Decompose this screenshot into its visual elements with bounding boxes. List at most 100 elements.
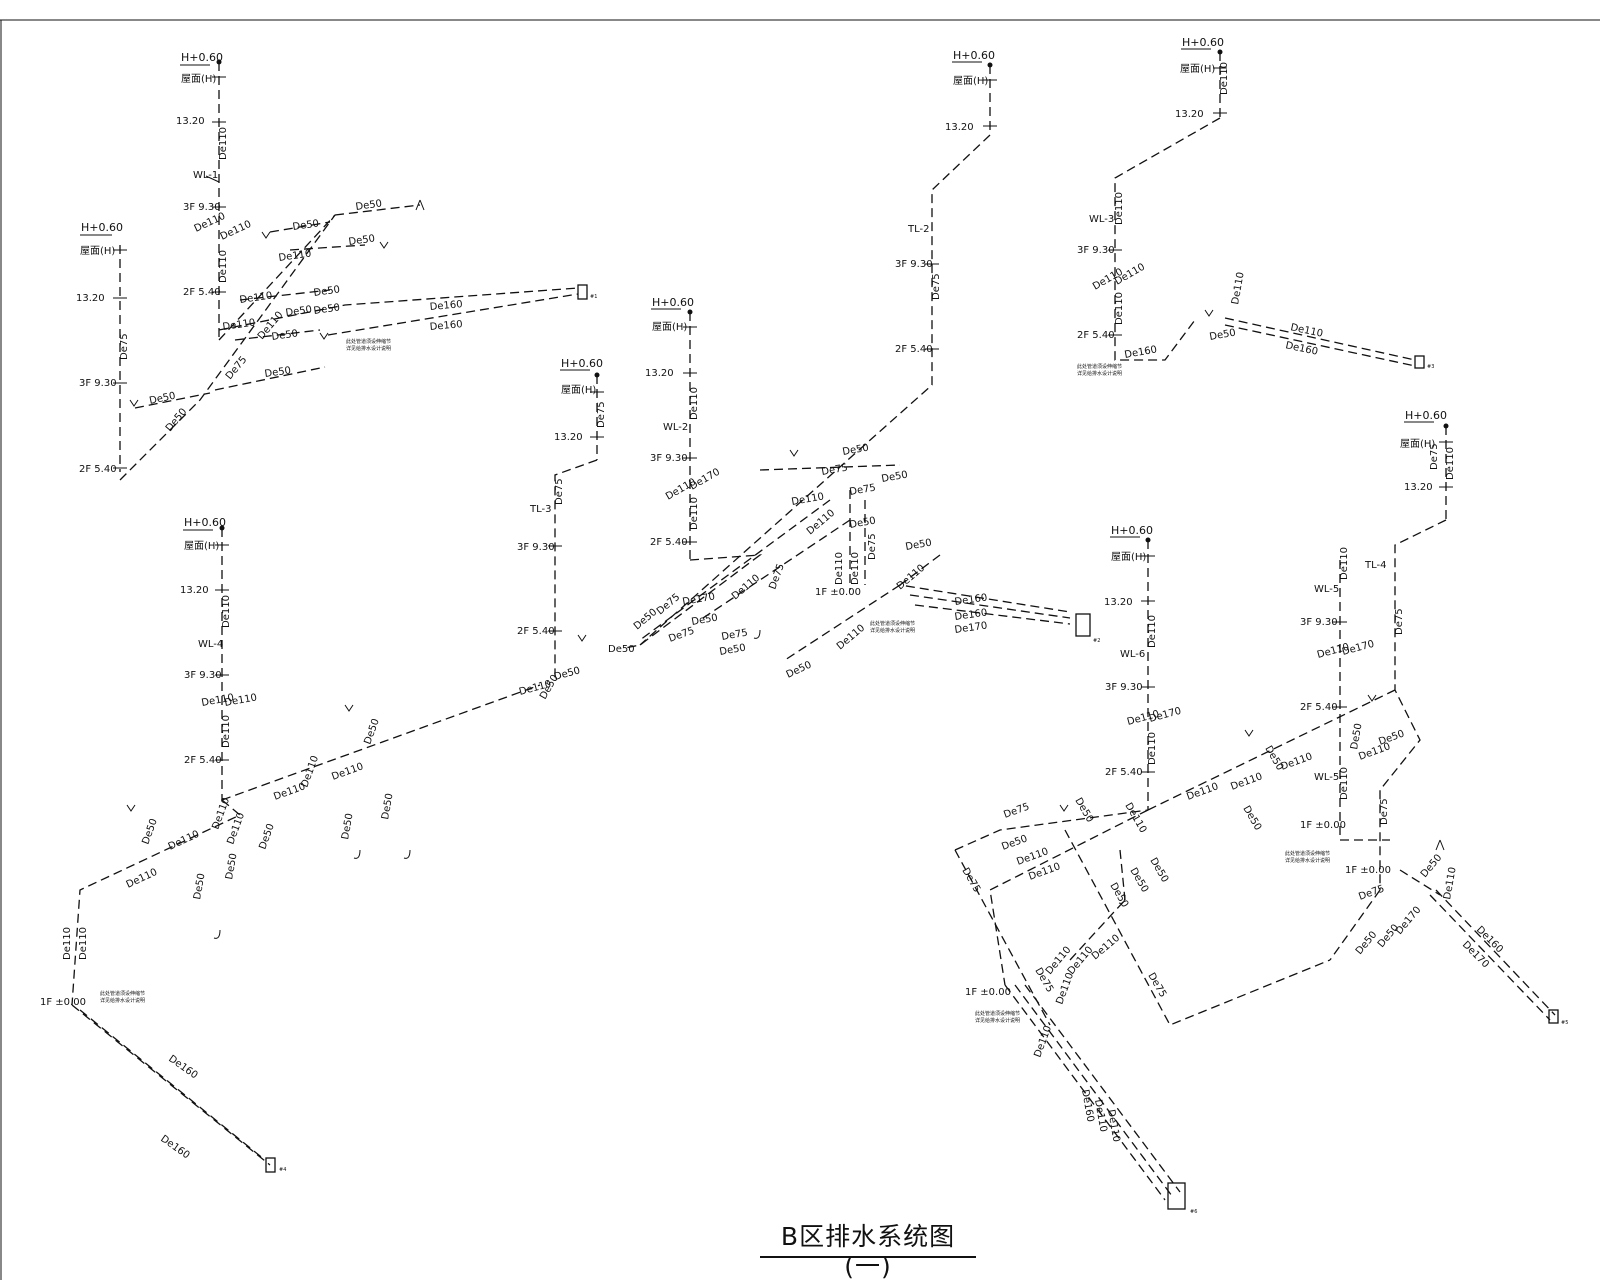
branch-pipe: [1435, 889, 1556, 1016]
pipe-size-label: De50: [348, 233, 376, 248]
branch-pipe: [914, 604, 1071, 625]
branch-pipe: [699, 519, 851, 621]
floor-drain-icon: [789, 449, 799, 457]
pipe-size-label: De110: [1147, 615, 1158, 648]
floor-2f-label: 2F 5.40: [517, 626, 555, 637]
note-label: 此处管道须设伸缩节: [975, 1010, 1020, 1017]
pipe-size-label: De75: [849, 483, 877, 498]
pipe-size-label: De75: [867, 533, 878, 560]
pipe-size-label: De110: [221, 595, 232, 628]
pipe-size-label: De110: [1229, 771, 1264, 793]
pipe-size-label: De110: [1445, 447, 1456, 480]
pipe-size-label: De50: [292, 218, 320, 233]
pipe-size-label: De75: [1357, 883, 1386, 902]
roof-label: 屋面(H): [1400, 438, 1435, 450]
pipe-size-label: De110: [219, 219, 254, 243]
branch-pipe: [1014, 984, 1173, 1197]
pipe-size-label: De50: [785, 660, 814, 681]
stack-id-label: WL-5: [1314, 584, 1339, 595]
branch-pipe: [1147, 689, 1396, 811]
note-label: 此处管道须设伸缩节: [100, 990, 145, 997]
pipe-size-label: De110: [330, 761, 365, 783]
branch-pipe: [989, 809, 1149, 986]
pipe-size-label: De110: [221, 715, 232, 748]
floor-2f-label: 2F 5.40: [183, 287, 221, 298]
roof-elev-label: 13.20: [945, 122, 974, 133]
branch-pipe: [1004, 984, 1166, 1201]
pipe-size-label: De50: [313, 302, 341, 317]
pipe-size-label: De110: [850, 552, 861, 585]
outlet-label: #6: [1190, 1209, 1197, 1215]
stack-tl4-system: H+0.60 屋面(H) De110 De75 13.20 TL-4 De75 …: [1364, 409, 1456, 890]
floor-drain-icon: [577, 634, 587, 642]
roof-elev-label: 13.20: [1104, 597, 1133, 608]
branch-pipe: [71, 1004, 271, 1166]
branch-pipe: [1224, 317, 1416, 361]
pipe-size-label: De50: [1419, 852, 1445, 879]
stack-pipe: [1114, 117, 1221, 361]
pipe-size-label: De110: [167, 829, 202, 853]
floor-drain-icon: [1367, 694, 1377, 702]
stack-pipe: [1379, 519, 1447, 890]
roof-elev-label: 13.20: [1175, 109, 1204, 120]
pipe-size-label: De50: [1240, 804, 1263, 833]
pipe-size-label: De160: [1079, 1089, 1096, 1123]
floor-drain-icon: [1059, 804, 1069, 812]
branch-pipe: [218, 287, 579, 331]
stack-id-label: WL-6: [1120, 649, 1145, 660]
floor-3f-label: 3F 9.30: [895, 259, 933, 270]
pipe-size-label: De50: [1377, 728, 1406, 747]
stack-tl3-system: H+0.60 屋面(H) De75 13.20 De75 TL-3 3F 9.3…: [517, 357, 607, 702]
pipe-size-label: De75: [655, 592, 682, 618]
pipe-size-label: De110: [218, 250, 229, 283]
pipe-size-label: De50: [1209, 328, 1237, 343]
pipe-size-label: De50: [257, 822, 276, 851]
pipe-size-label: De50: [881, 470, 909, 485]
pipe-size-label: De110: [1339, 547, 1350, 580]
floor-3f-label: 3F 9.30: [1105, 682, 1143, 693]
floor-3f-label: 3F 9.30: [183, 202, 221, 213]
branch-pipe: [119, 214, 336, 481]
branch-pipe: [954, 809, 1149, 851]
pipe-size-label: De110: [62, 927, 73, 960]
branch-pipe: [234, 329, 321, 341]
pipe-size-label: De50: [719, 643, 747, 658]
pipe-size-label: De110: [1230, 271, 1247, 305]
fixture-symbols: [126, 199, 1445, 939]
pipe-size-label: De75: [721, 628, 749, 643]
stack-tl2-system: H+0.60 屋面(H) 13.20 TL-2 3F 9.30 De75 2F …: [639, 49, 997, 646]
floor-drain-icon: [319, 332, 329, 340]
branch-pipe: [79, 1009, 266, 1161]
stack-id-label: TL-2: [907, 224, 929, 235]
floor-drain-icon: [261, 231, 271, 239]
note-label: 此处管道须设伸缩节: [1077, 363, 1122, 370]
pipe-size-label: De110: [689, 387, 700, 420]
pipe-size-label: De75: [554, 478, 565, 505]
stack-pipe: [554, 459, 598, 680]
pipe-size-label: De110: [210, 796, 232, 831]
pipe-size-label: De50: [271, 328, 299, 343]
pipe-size-label: De160: [429, 299, 463, 313]
note-label: 详见给排水设计说明: [100, 997, 145, 1004]
pipe-size-label: De75: [767, 562, 786, 591]
outlet-chamber: [1548, 1009, 1559, 1024]
vent-label: H+0.60: [184, 516, 226, 529]
branch-pipe: [327, 293, 579, 336]
stack-id-label: WL-5: [1314, 772, 1339, 783]
pipe-size-label: De75: [1379, 798, 1390, 825]
pipe-size-label: De110: [1219, 62, 1230, 95]
floor-drain-icon: [1244, 729, 1254, 737]
pipe-size-label: De170: [682, 591, 716, 608]
pipe-size-label: De110: [278, 248, 312, 263]
pipe-size-label: De75: [667, 625, 696, 644]
branch-pipe: [269, 221, 331, 233]
floor-2f-label: 2F 5.40: [895, 344, 933, 355]
pipe-size-label: De75: [959, 866, 982, 895]
floor-2f-label: 2F 5.40: [1105, 767, 1143, 778]
pipe-size-label: De110: [730, 573, 762, 603]
floor-3f-label: 3F 9.30: [517, 542, 555, 553]
outlet-label: #4: [279, 1167, 286, 1173]
roof-elev-label: 13.20: [76, 293, 105, 304]
floor-3f-label: 3F 9.30: [1300, 617, 1338, 628]
pipe-size-label: De75: [119, 333, 130, 360]
